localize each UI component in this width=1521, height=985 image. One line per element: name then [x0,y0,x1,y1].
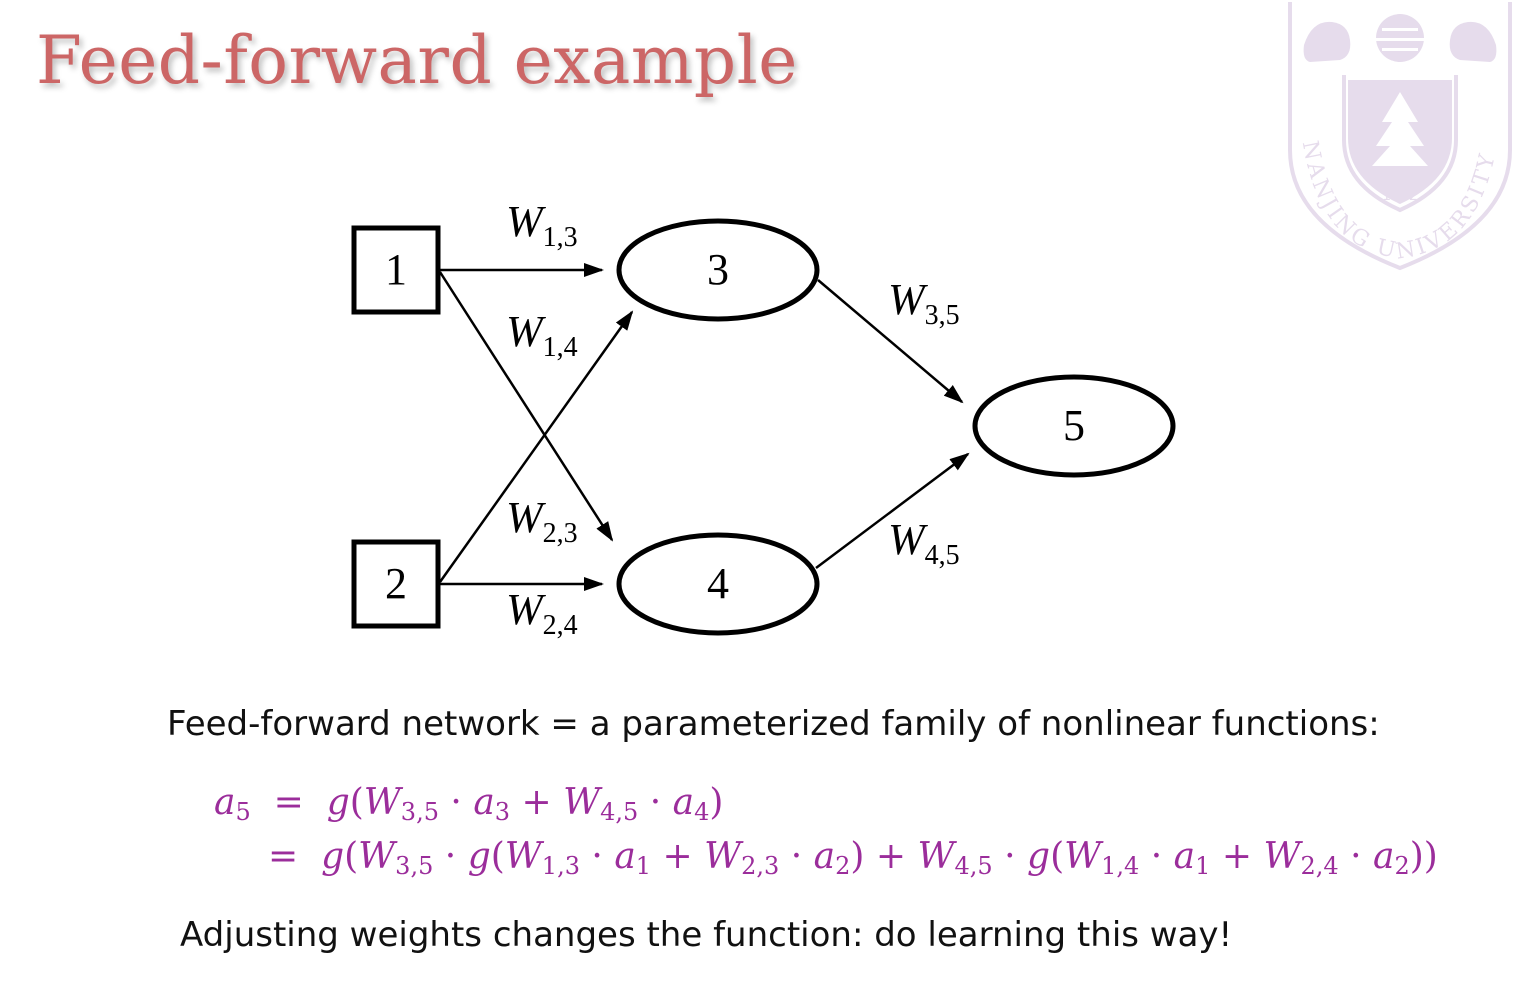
weight-label-2-4: W2,4 [506,585,578,641]
edge-3-5 [817,279,964,404]
weight-label-4-5: W4,5 [888,515,960,571]
node-2-label: 2 [385,559,407,608]
node-1-label: 1 [385,245,407,294]
node-4-label: 4 [707,559,729,608]
equation-lhs-source: a5 [0,0,1,1]
equation-row-1-source: = g(W3,5 · a3 + W4,5 · a4) [0,0,1,1]
edge-4-5 [815,452,970,569]
weight-label-1-3: W1,3 [506,197,578,253]
equation-row-2-source: = g(W3,5 · g(W1,3 · a1 + W2,3 · a2) + W4… [0,0,1,1]
conclusion-text: Adjusting weights changes the function: … [180,915,1233,955]
equation-row-1: a5 = g(W3,5 · a3 + W4,5 · a4) [214,782,724,826]
node-5-label: 5 [1063,401,1085,450]
description-text: Feed-forward network = a parameterized f… [167,704,1380,744]
edge-2-3 [438,310,634,583]
logo-year: 1902 [1382,188,1418,204]
edge-1-4 [438,271,614,542]
node-2 [351,539,441,629]
weight-label-3-5: W3,5 [888,275,960,331]
network-diagram: 1 2 3 4 5 W1,3 W1,4 W2,3 W2,4 W3,5 W4,5 [351,197,1176,641]
weight-label-1-4: W1,4 [506,307,578,363]
node-4 [616,532,820,636]
nanjing-university-logo: 1902 NANJING UNIVERSITY [1288,2,1512,271]
equation-row-2: = g(W3,5 · g(W1,3 · a1 + W2,3 · a2) + W4… [268,836,1438,880]
slide-title: Feed-forward example [36,22,798,99]
weight-label-2-3: W2,3 [506,493,578,549]
node-3 [616,218,820,322]
node-3-label: 3 [707,245,729,294]
node-1 [351,225,441,315]
node-5 [972,374,1176,478]
